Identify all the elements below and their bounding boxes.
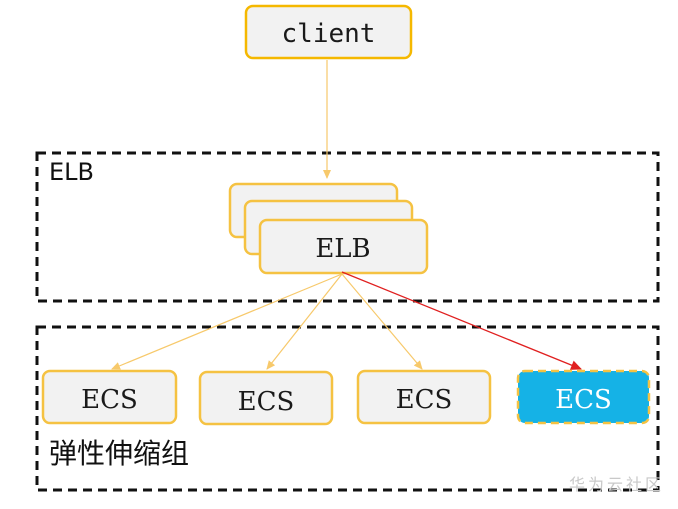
ecs-node-1-label: ECS — [81, 385, 138, 415]
elb-group-box — [35, 151, 660, 303]
elb-to-ecs-1-arrow — [111, 273, 343, 370]
ecs-group-box — [35, 325, 660, 492]
client-label: client — [282, 19, 376, 49]
elb-node-stack[interactable]: ELB — [228, 182, 429, 275]
ecs-node-4-highlighted[interactable]: ECS — [516, 369, 651, 425]
ecs-node-2-label: ECS — [238, 387, 295, 417]
client-node[interactable]: client — [244, 4, 413, 60]
ecs-group-label: 弹性伸缩组 — [49, 437, 189, 470]
watermark-text: 华为云社区 — [569, 475, 664, 494]
ecs-node-3-label: ECS — [396, 385, 453, 415]
ecs-node-1[interactable]: ECS — [41, 369, 178, 425]
elb-group-label: ELB — [49, 158, 94, 186]
elb-to-ecs-4-arrow — [341, 271, 582, 370]
ecs-node-4-label: ECS — [555, 385, 612, 415]
ecs-node-3[interactable]: ECS — [356, 369, 492, 425]
elb-to-ecs-2-arrow — [266, 273, 343, 370]
elb-to-ecs-3-arrow — [341, 273, 423, 370]
ecs-node-2[interactable]: ECS — [198, 370, 334, 426]
elb-node-label: ELB — [315, 234, 370, 264]
